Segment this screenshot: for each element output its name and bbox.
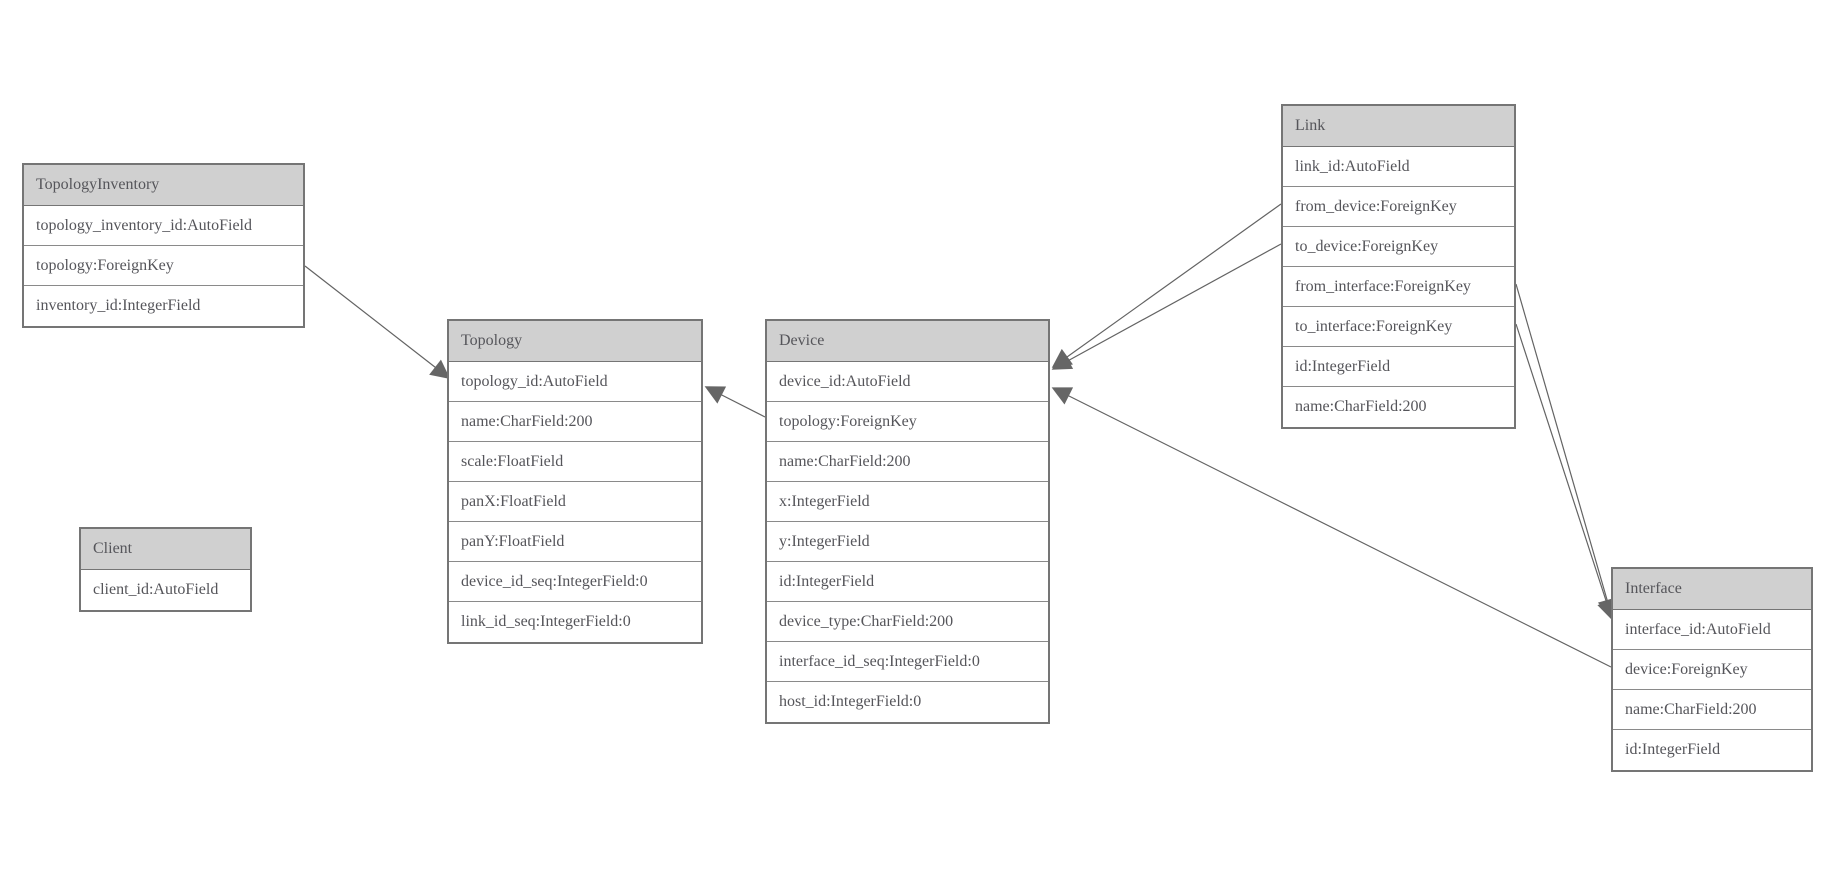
- entity-device-title: Device: [767, 321, 1048, 362]
- field-name: name:CharField:200: [1295, 398, 1427, 415]
- field-name: name:CharField:200: [1613, 690, 1811, 730]
- edge-device-topology-to-topology-topology_id: [704, 386, 766, 418]
- edge-link-from_device-to-device-device_id: [1051, 203, 1282, 368]
- entity-interface-title: Interface: [1613, 569, 1811, 610]
- entity-client: Client client_id:AutoField: [79, 527, 252, 612]
- entity-topologyinventory-title: TopologyInventory: [24, 165, 303, 206]
- edge-link-to_device-to-device-device_id: [1051, 243, 1282, 370]
- field-device: device:ForeignKey: [1613, 650, 1811, 690]
- field-from_device: from_device:ForeignKey: [1283, 187, 1514, 227]
- field-panx: panX:FloatField: [449, 482, 701, 522]
- field-name: name:CharField:200: [767, 442, 1048, 482]
- entity-topology-title: Topology: [449, 321, 701, 362]
- entity-topologyinventory: TopologyInventory topology_inventory_id:…: [22, 163, 305, 328]
- field-scale: scale:FloatField: [449, 442, 701, 482]
- field-device_id: device_id:AutoField: [767, 362, 1048, 402]
- field-name: name:CharField:200: [449, 402, 701, 442]
- field-x: x:IntegerField: [767, 482, 1048, 522]
- field-id: id:IntegerField: [767, 562, 1048, 602]
- field-host_id: host_id:IntegerField:0: [779, 693, 922, 710]
- field-topology_id: topology_id:AutoField: [449, 362, 701, 402]
- edge-topologyinventory-topology-to-topology-topology_id: [304, 265, 451, 379]
- field-topology_inventory_id: topology_inventory_id:AutoField: [24, 206, 303, 246]
- edge-link-from_interface-to-interface-interface_id: [1515, 283, 1617, 619]
- field-y: y:IntegerField: [767, 522, 1048, 562]
- field-interface_id: interface_id:AutoField: [1613, 610, 1811, 650]
- entity-device: Device device_id:AutoField topology:Fore…: [765, 319, 1050, 724]
- field-id: id:IntegerField: [1283, 347, 1514, 387]
- field-pany: panY:FloatField: [449, 522, 701, 562]
- field-device_id_seq: device_id_seq:IntegerField:0: [449, 562, 701, 602]
- field-from_interface: from_interface:ForeignKey: [1283, 267, 1514, 307]
- field-link_id: link_id:AutoField: [1283, 147, 1514, 187]
- field-to_interface: to_interface:ForeignKey: [1283, 307, 1514, 347]
- field-interface_id_seq: interface_id_seq:IntegerField:0: [767, 642, 1048, 682]
- field-topology: topology:ForeignKey: [24, 246, 303, 286]
- entity-interface: Interface interface_id:AutoField device:…: [1611, 567, 1813, 772]
- entity-link: Link link_id:AutoField from_device:Forei…: [1281, 104, 1516, 429]
- field-topology: topology:ForeignKey: [767, 402, 1048, 442]
- field-link_id_seq: link_id_seq:IntegerField:0: [461, 613, 631, 630]
- field-device_type: device_type:CharField:200: [767, 602, 1048, 642]
- entity-client-title: Client: [81, 529, 250, 570]
- edge-interface-device-to-device-device_id: [1051, 387, 1612, 668]
- entity-link-title: Link: [1283, 106, 1514, 147]
- field-client_id: client_id:AutoField: [93, 581, 219, 598]
- field-inventory_id: inventory_id:IntegerField: [36, 297, 201, 314]
- field-id: id:IntegerField: [1625, 741, 1721, 758]
- entity-topology: Topology topology_id:AutoField name:Char…: [447, 319, 703, 644]
- edge-link-to_interface-to-interface-interface_id: [1515, 323, 1616, 621]
- field-to_device: to_device:ForeignKey: [1283, 227, 1514, 267]
